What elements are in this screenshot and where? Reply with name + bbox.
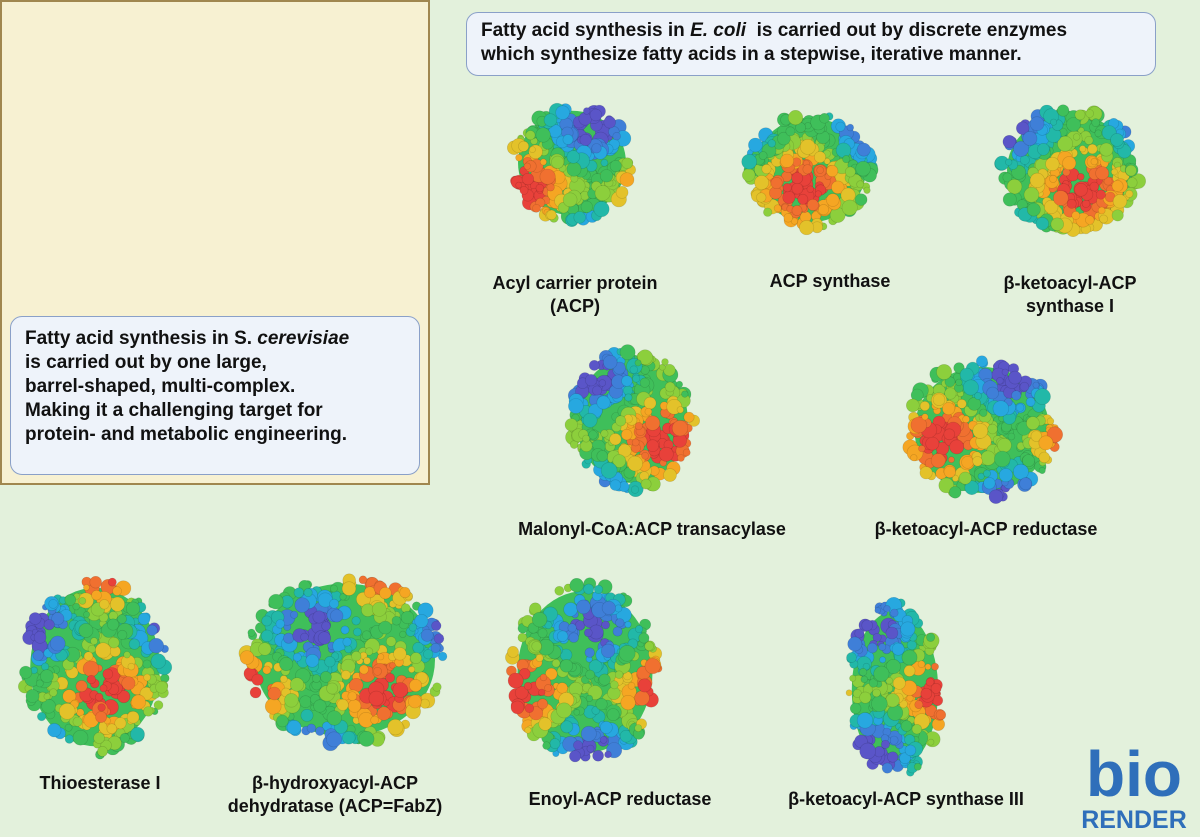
label-acyl-carrier-protein: Acyl carrier protein(ACP) bbox=[492, 273, 658, 316]
label-malonyl-coa-transacylase: Malonyl-CoA:ACP transacylase bbox=[518, 519, 786, 539]
yeast-line1: Fatty acid synthesis in S. bbox=[25, 328, 258, 349]
yeast-line4: Making it a challenging target for bbox=[25, 400, 323, 421]
ecoli-line1-italic: E. coli bbox=[690, 20, 747, 41]
thioesterase-i-structure bbox=[17, 575, 173, 760]
label-thioesterase-i: Thioesterase I bbox=[39, 773, 161, 793]
logo-render-text: RENDER bbox=[1081, 806, 1187, 834]
yeast-line2: is carried out by one large, bbox=[25, 352, 267, 373]
hydroxyacyl-dehydratase-structure bbox=[238, 573, 448, 752]
enoyl-acp-reductase-structure bbox=[505, 577, 663, 763]
malonyl-coa-transacylase-structure bbox=[564, 344, 701, 497]
ecoli-description-box: Fatty acid synthesis in E. coli is carri… bbox=[466, 12, 1156, 76]
label-acp-synthase: ACP synthase bbox=[769, 271, 891, 291]
yeast-line1-italic: cerevisiae bbox=[257, 328, 350, 349]
yeast-line5: protein- and metabolic engineering. bbox=[25, 424, 347, 445]
label-enoyl-acp-reductase: Enoyl-ACP reductase bbox=[528, 789, 712, 809]
ketoacyl-acp-reductase-structure bbox=[902, 355, 1063, 504]
logo-bio-text: bio bbox=[1086, 738, 1182, 810]
ketoacyl-acp-synthase-i-structure bbox=[994, 104, 1146, 238]
yeast-line3: barrel-shaped, multi-complex. bbox=[25, 376, 296, 397]
label-ketoacyl-reductase: β-ketoacyl-ACP reductase bbox=[874, 519, 1098, 539]
ecoli-line1-post: is carried out by discrete enzymes bbox=[746, 20, 1068, 41]
yeast-description-box: Fatty acid synthesis in S. cerevisiae is… bbox=[10, 316, 420, 475]
ecoli-line2: which synthesize fatty acids in a stepwi… bbox=[481, 44, 1022, 65]
biorender-logo: bio RENDER bbox=[1081, 738, 1187, 834]
ketoacyl-acp-synthase-iii-structure bbox=[845, 596, 947, 777]
acp-synthase-structure bbox=[741, 109, 879, 236]
label-ketoacyl-synthase-iii: β-ketoacyl-ACP synthase III bbox=[788, 789, 1024, 809]
acyl-carrier-protein-structure bbox=[507, 102, 637, 228]
ecoli-line1-pre: Fatty acid synthesis in bbox=[481, 20, 691, 41]
